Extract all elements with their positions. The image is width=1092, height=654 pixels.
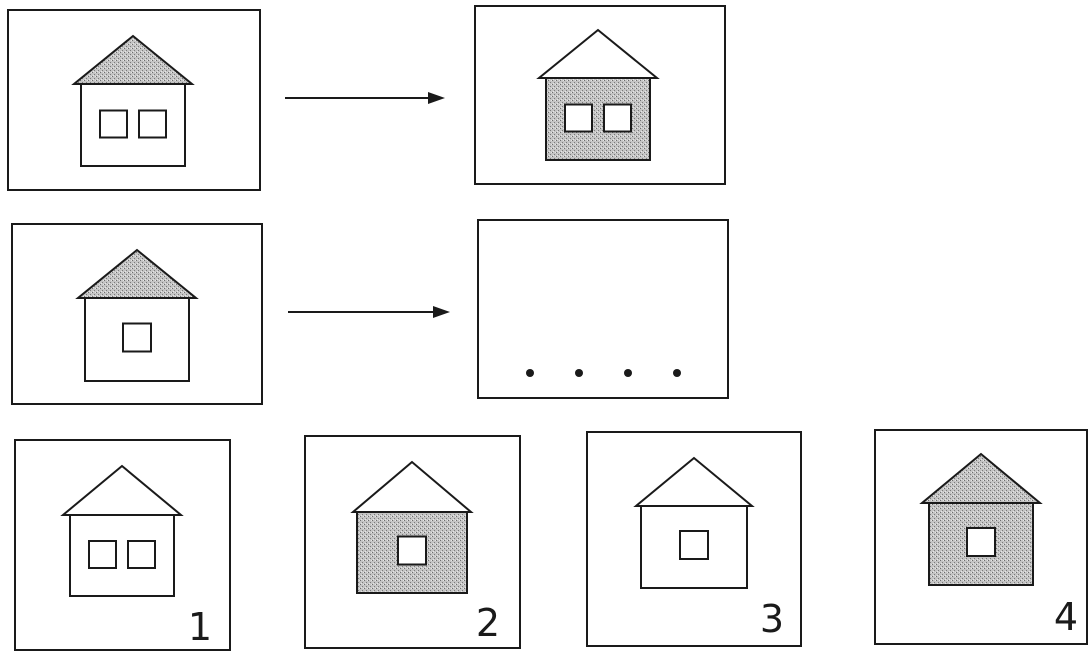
option-3-number: 3 bbox=[760, 597, 784, 641]
option-3[interactable]: 3 bbox=[587, 432, 801, 646]
option-4[interactable]: 4 bbox=[875, 430, 1087, 644]
house-window bbox=[565, 105, 592, 132]
house-window bbox=[680, 531, 708, 559]
house-window bbox=[89, 541, 116, 568]
row1-arrow bbox=[285, 92, 445, 104]
house-window bbox=[398, 537, 426, 565]
row2-source-panel bbox=[12, 224, 262, 404]
house-window bbox=[967, 528, 995, 556]
row1-source-panel bbox=[8, 10, 260, 190]
house-window bbox=[604, 105, 631, 132]
option-2[interactable]: 2 bbox=[305, 436, 520, 648]
row2-missing-panel bbox=[478, 220, 728, 398]
house-wall bbox=[546, 78, 650, 160]
row1-result-panel bbox=[475, 6, 725, 184]
house-window bbox=[123, 324, 151, 352]
option-2-number: 2 bbox=[476, 601, 500, 645]
house-window bbox=[128, 541, 155, 568]
house-wall bbox=[81, 84, 185, 166]
option-1-number: 1 bbox=[188, 605, 212, 649]
house-window bbox=[100, 111, 127, 138]
house-wall bbox=[70, 515, 174, 596]
house-window bbox=[139, 111, 166, 138]
row2-arrow bbox=[288, 306, 450, 318]
option-1[interactable]: 1 bbox=[15, 440, 230, 650]
option-4-number: 4 bbox=[1054, 595, 1078, 639]
